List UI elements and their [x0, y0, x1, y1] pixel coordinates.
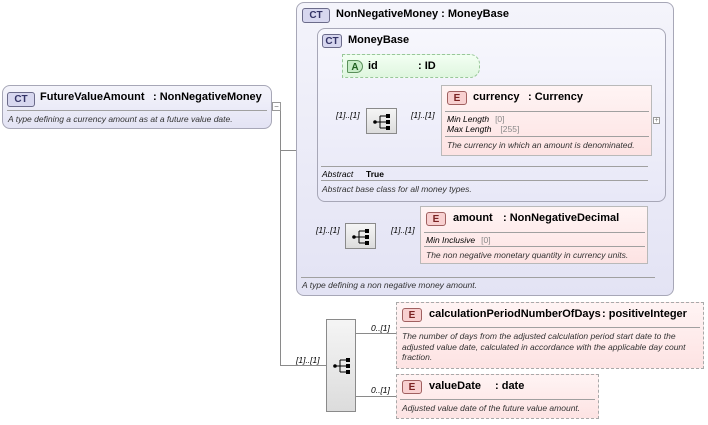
nonneg-description: A type defining a non negative money amo… [302, 280, 477, 290]
sequence-icon [333, 358, 350, 374]
complex-type-icon: CT [322, 34, 342, 48]
connector-line [280, 150, 296, 151]
facet-min-length: Min Length[0] [447, 114, 505, 124]
divider [424, 232, 645, 233]
divider [445, 111, 649, 112]
connector-line [356, 396, 396, 397]
cardinality-label: [1]..[1] [411, 110, 435, 120]
connector-line [356, 333, 396, 334]
calculation-period-element[interactable]: E calculationPeriodNumberOfDays : positi… [396, 302, 704, 369]
sequence-icon [373, 114, 390, 130]
valuedate-type: : date [495, 380, 525, 392]
element-icon: E [447, 91, 467, 105]
element-icon: E [402, 380, 422, 394]
sequence-compositor[interactable] [345, 223, 376, 249]
connector-line [280, 106, 281, 366]
expand-icon[interactable]: + [653, 117, 660, 124]
nonneg-title: NonNegativeMoney : MoneyBase [336, 8, 509, 20]
cardinality-label: [1]..[1] [391, 225, 415, 235]
calc-type: : positiveInteger [602, 308, 687, 320]
id-name: id [368, 60, 378, 72]
collapse-toggle[interactable]: − [272, 102, 281, 111]
divider [301, 277, 655, 278]
currency-name: currency [473, 91, 520, 103]
facet-max-length: Max Length[255] [447, 124, 520, 134]
cardinality-label: 0..[1] [371, 385, 390, 395]
cardinality-label: 0..[1] [371, 323, 390, 333]
sequence-compositor[interactable] [326, 319, 356, 412]
amount-description: The non negative monetary quantity in cu… [426, 250, 629, 260]
valuedate-description: Adjusted value date of the future value … [402, 403, 581, 413]
sequence-icon [352, 229, 369, 245]
currency-type: : Currency [528, 91, 584, 103]
divider [321, 166, 648, 167]
divider [400, 399, 595, 400]
valuedate-name: valueDate [429, 380, 481, 392]
id-type: : ID [418, 60, 436, 72]
divider [424, 246, 645, 247]
moneybase-title: MoneyBase [348, 34, 410, 46]
currency-element[interactable]: E currency : Currency Min Length[0] Max … [441, 85, 652, 156]
amount-name: amount [453, 212, 493, 224]
complex-type-icon: CT [7, 92, 35, 107]
divider [400, 327, 700, 328]
abstract-label: Abstract [322, 169, 354, 179]
amount-type: : NonNegativeDecimal [503, 212, 620, 224]
connector-line [280, 365, 326, 366]
calc-name: calculationPeriodNumberOfDays [429, 308, 601, 320]
abstract-value: True [366, 169, 384, 179]
cardinality-label: [1]..[1] [316, 225, 340, 235]
divider [445, 136, 649, 137]
divider [7, 110, 267, 111]
root-description: A type defining a currency amount as at … [8, 114, 233, 124]
element-icon: E [402, 308, 422, 322]
root-name: FutureValueAmount [40, 91, 145, 103]
currency-description: The currency in which an amount is denom… [447, 140, 635, 150]
sequence-compositor[interactable] [366, 108, 397, 134]
valuedate-element[interactable]: E valueDate : date Adjusted value date o… [396, 374, 599, 419]
cardinality-label: [1]..[1] [296, 355, 320, 365]
attribute-icon: A [347, 60, 363, 73]
complex-type-icon: CT [302, 8, 330, 23]
calc-description: The number of days from the adjusted cal… [402, 331, 686, 362]
divider [321, 180, 648, 181]
amount-element[interactable]: E amount : NonNegativeDecimal Min Inclus… [420, 206, 648, 264]
root-type: : NonNegativeMoney [153, 91, 262, 103]
facet-min-inclusive: Min Inclusive[0] [426, 235, 491, 245]
element-icon: E [426, 212, 446, 226]
id-attribute[interactable]: A id : ID [342, 54, 480, 78]
moneybase-description: Abstract base class for all money types. [322, 184, 472, 194]
root-complex-type[interactable]: CT FutureValueAmount : NonNegativeMoney … [2, 85, 272, 129]
cardinality-label: [1]..[1] [336, 110, 360, 120]
